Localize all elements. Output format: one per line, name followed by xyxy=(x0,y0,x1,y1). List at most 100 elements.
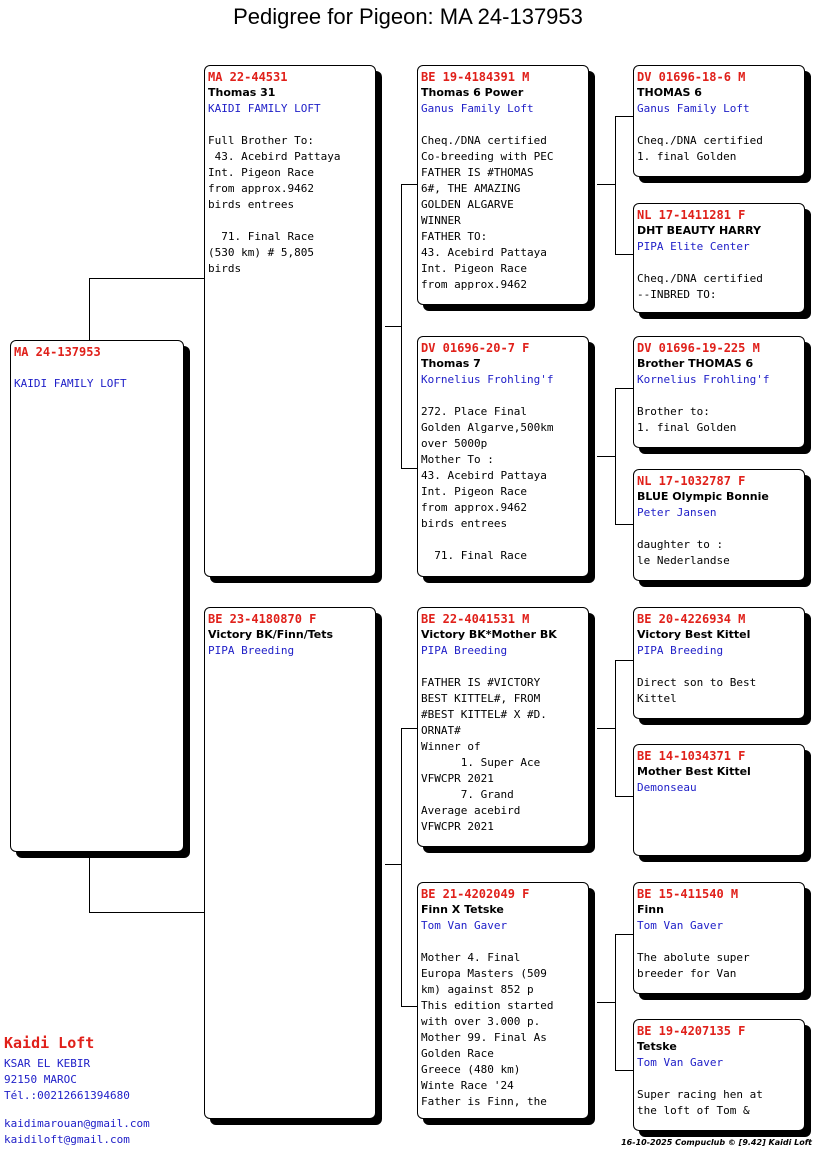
ring-number: BE 14-1034371 F xyxy=(637,749,746,763)
connector xyxy=(615,934,616,1070)
connector xyxy=(615,934,633,935)
breeder-name: Kornelius Frohling'f xyxy=(637,373,770,386)
ring-number: DV 01696-18-6 M xyxy=(637,70,746,84)
pigeon-notes: FATHER IS #VICTORY BEST KITTEL#, FROM #B… xyxy=(421,676,547,833)
pigeon-notes: Mother 4. Final Europa Masters (509 km) … xyxy=(421,951,554,1108)
pigeon-name: Finn X Tetske xyxy=(421,903,504,916)
connector xyxy=(615,660,633,661)
ring-number: MA 24-137953 xyxy=(14,345,101,359)
pigeon-notes: Full Brother To: 43. Acebird Pattaya Int… xyxy=(208,134,341,275)
connector xyxy=(385,326,401,327)
dam-sire-card[interactable]: BE 22-4041531 M Victory BK*Mother BK PIP… xyxy=(417,607,589,847)
pigeon-notes: Brother to: 1. final Golden xyxy=(637,405,737,434)
connector xyxy=(615,524,633,525)
pigeon-notes: Super racing hen at the loft of Tom & xyxy=(637,1088,763,1117)
connector xyxy=(615,660,616,796)
pigeon-name: Brother THOMAS 6 xyxy=(637,357,754,370)
sire-sire-sire-card[interactable]: DV 01696-18-6 M THOMAS 6 Ganus Family Lo… xyxy=(633,65,805,177)
breeder-name: Kornelius Frohling'f xyxy=(421,373,554,386)
pigeon-notes: Cheq./DNA certified Co-breeding with PEC… xyxy=(421,134,554,291)
connector xyxy=(615,1070,633,1071)
dam-dam-card[interactable]: BE 21-4202049 F Finn X Tetske Tom Van Ga… xyxy=(417,882,589,1119)
sire-dam-card[interactable]: DV 01696-20-7 F Thomas 7 Kornelius Frohl… xyxy=(417,336,589,577)
page-title: Pedigree for Pigeon: MA 24-137953 xyxy=(233,4,583,29)
pigeon-name: Mother Best Kittel xyxy=(637,765,751,778)
breeder-name: PIPA Breeding xyxy=(208,644,295,657)
ring-number: BE 15-411540 M xyxy=(637,887,739,901)
pigeon-name: Thomas 7 xyxy=(421,357,481,370)
connector xyxy=(401,184,417,185)
sire-dam-dam-card[interactable]: NL 17-1032787 F BLUE Olympic Bonnie Pete… xyxy=(633,469,805,581)
sire-dam-sire-card[interactable]: DV 01696-19-225 M Brother THOMAS 6 Korne… xyxy=(633,336,805,448)
ring-number: NL 17-1411281 F xyxy=(637,208,746,222)
connector xyxy=(401,468,417,469)
connector xyxy=(89,858,90,912)
ring-number: NL 17-1032787 F xyxy=(637,474,746,488)
connector xyxy=(597,184,615,185)
ring-number: BE 22-4041531 M xyxy=(421,612,530,626)
breeder-name: PIPA Breeding xyxy=(421,644,508,657)
connector xyxy=(89,278,204,279)
connector xyxy=(89,278,90,340)
ring-number: BE 20-4226934 M xyxy=(637,612,746,626)
pigeon-name: Finn xyxy=(637,903,664,916)
connector xyxy=(615,388,633,389)
pigeon-notes: Cheq./DNA certified --INBRED TO: xyxy=(637,272,763,301)
loft-email-1[interactable]: kaidimarouan@gmail.com xyxy=(4,1117,150,1130)
breeder-name: KAIDI FAMILY LOFT xyxy=(14,377,127,390)
loft-address-line2: 92150 MAROC xyxy=(4,1073,77,1086)
ring-number: DV 01696-19-225 M xyxy=(637,341,760,355)
dam-dam-sire-card[interactable]: BE 15-411540 M Finn Tom Van Gaver The ab… xyxy=(633,882,805,994)
loft-email-2[interactable]: kaidiloft@gmail.com xyxy=(4,1133,130,1146)
pigeon-name: Thomas 31 xyxy=(208,86,276,99)
pigeon-notes: Cheq./DNA certified 1. final Golden xyxy=(637,134,763,163)
breeder-name: Tom Van Gaver xyxy=(637,1056,724,1069)
connector xyxy=(597,728,615,729)
subject-card[interactable]: MA 24-137953 KAIDI FAMILY LOFT xyxy=(10,340,184,852)
pigeon-name: BLUE Olympic Bonnie xyxy=(637,490,769,503)
dam-sire-sire-card[interactable]: BE 20-4226934 M Victory Best Kittel PIPA… xyxy=(633,607,805,719)
dam-card[interactable]: BE 23-4180870 F Victory BK/Finn/Tets PIP… xyxy=(204,607,376,1119)
dam-sire-dam-card[interactable]: BE 14-1034371 F Mother Best Kittel Demon… xyxy=(633,744,805,856)
connector xyxy=(597,456,615,457)
loft-address-line1: KSAR EL KEBIR xyxy=(4,1057,91,1070)
breeder-name: Ganus Family Loft xyxy=(637,102,750,115)
connector xyxy=(615,116,633,117)
ring-number: BE 19-4184391 M xyxy=(421,70,530,84)
connector xyxy=(401,728,402,1006)
pigeon-notes: daughter to : le Nederlandse xyxy=(637,538,730,567)
connector xyxy=(385,864,401,865)
sire-sire-card[interactable]: BE 19-4184391 M Thomas 6 Power Ganus Fam… xyxy=(417,65,589,305)
pigeon-name xyxy=(14,360,180,376)
breeder-name: Ganus Family Loft xyxy=(421,102,534,115)
pigeon-name: Victory Best Kittel xyxy=(637,628,751,641)
breeder-name: PIPA Elite Center xyxy=(637,240,750,253)
breeder-name: PIPA Breeding xyxy=(637,644,724,657)
print-stamp: 16-10-2025 Compuclub © [9.42] Kaidi Loft xyxy=(621,1138,812,1147)
breeder-name: KAIDI FAMILY LOFT xyxy=(208,102,321,115)
connector xyxy=(401,1006,417,1007)
connector xyxy=(615,796,633,797)
connector xyxy=(89,912,204,913)
breeder-name: Tom Van Gaver xyxy=(637,919,724,932)
pigeon-name: DHT BEAUTY HARRY xyxy=(637,224,761,237)
loft-name: Kaidi Loft xyxy=(4,1034,95,1052)
dam-dam-dam-card[interactable]: BE 19-4207135 F Tetske Tom Van Gaver Sup… xyxy=(633,1019,805,1131)
pigeon-name: Tetske xyxy=(637,1040,677,1053)
breeder-name: Peter Jansen xyxy=(637,506,717,519)
loft-phone: Tél.:00212661394680 xyxy=(4,1089,130,1102)
connector xyxy=(401,184,402,468)
sire-sire-dam-card[interactable]: NL 17-1411281 F DHT BEAUTY HARRY PIPA El… xyxy=(633,203,805,313)
connector xyxy=(615,388,616,524)
pigeon-notes: The abolute super breeder for Van xyxy=(637,951,750,980)
ring-number: BE 19-4207135 F xyxy=(637,1024,746,1038)
ring-number: BE 23-4180870 F xyxy=(208,612,317,626)
sire-card[interactable]: MA 22-44531 Thomas 31 KAIDI FAMILY LOFT … xyxy=(204,65,376,577)
connector xyxy=(615,116,616,254)
pigeon-notes: 272. Place Final Golden Algarve,500km ov… xyxy=(421,405,554,562)
breeder-name: Tom Van Gaver xyxy=(421,919,508,932)
pigeon-name: Victory BK/Finn/Tets xyxy=(208,628,334,641)
pigeon-name: Thomas 6 Power xyxy=(421,86,524,99)
pigeon-name: Victory BK*Mother BK xyxy=(421,628,557,641)
connector xyxy=(597,1002,615,1003)
